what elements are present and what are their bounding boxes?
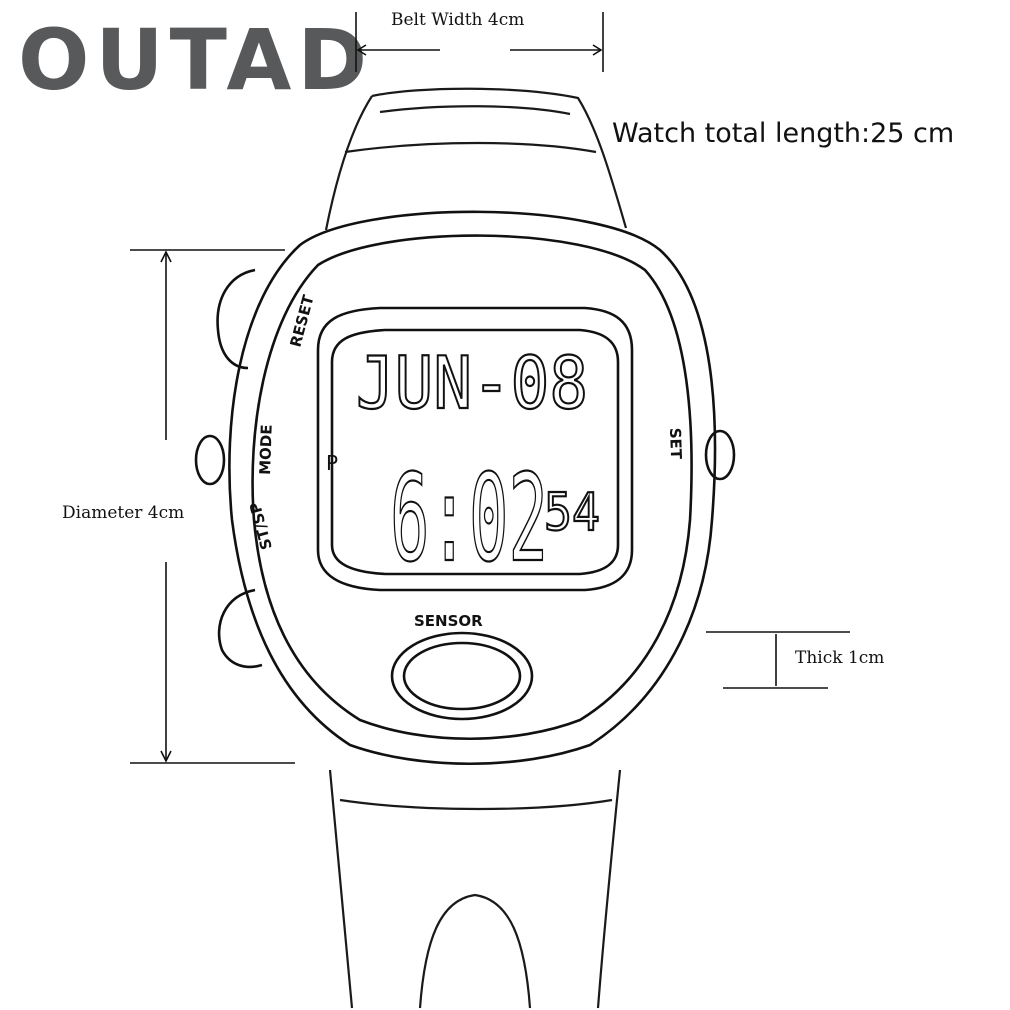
display-date: JUN-08 bbox=[356, 341, 588, 425]
watch-strap-top bbox=[324, 87, 628, 231]
thickness-label: Thick 1cm bbox=[795, 648, 885, 668]
st-sp-label: ST/SP bbox=[246, 500, 276, 551]
set-label: SET bbox=[666, 428, 685, 461]
thickness-dimension bbox=[706, 631, 850, 689]
pm-indicator: P bbox=[326, 451, 338, 475]
display-time: 6:02 bbox=[390, 450, 548, 589]
total-length-label: Watch total length:25 cm bbox=[612, 118, 955, 149]
brand-logo: OUTAD bbox=[18, 11, 374, 109]
diameter-dimension bbox=[130, 249, 295, 764]
watch-case bbox=[194, 210, 736, 766]
watch-strap-bottom bbox=[328, 769, 622, 1009]
lcd-screen bbox=[316, 306, 634, 592]
belt-width-label: Belt Width 4cm bbox=[391, 10, 525, 30]
sensor-label: SENSOR bbox=[414, 612, 483, 630]
sensor-button bbox=[390, 631, 534, 721]
display-seconds: 54 bbox=[544, 483, 600, 543]
belt-width-dimension bbox=[355, 12, 604, 72]
diameter-label: Diameter 4cm bbox=[62, 503, 185, 523]
mode-label: MODE bbox=[256, 424, 276, 475]
